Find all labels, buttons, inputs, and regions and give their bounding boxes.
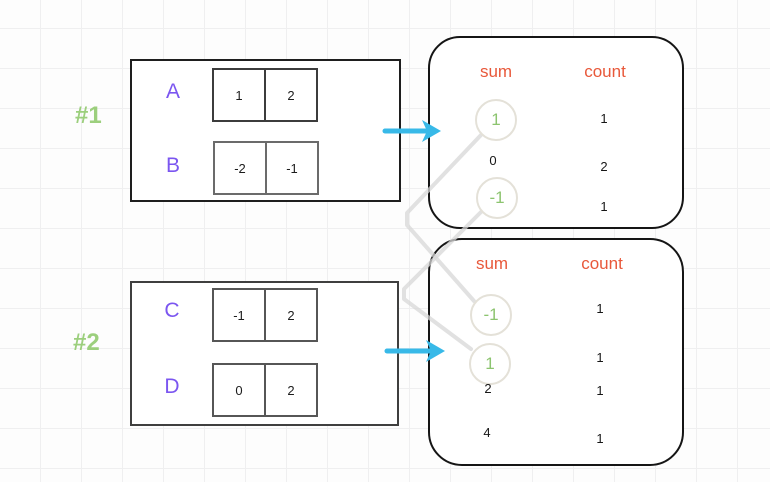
- sum-value: 2: [484, 381, 492, 396]
- array-label-b: B: [165, 154, 180, 177]
- array-d: 0 2: [212, 363, 318, 417]
- array-cell: 2: [264, 68, 318, 122]
- array-label-c: C: [164, 299, 180, 322]
- sum-value-circled: -1: [470, 294, 512, 336]
- array-cell: 2: [264, 288, 318, 342]
- count-value: 1: [596, 383, 604, 398]
- sum-value: 0: [489, 153, 497, 168]
- array-cell: -1: [212, 288, 266, 342]
- array-cell: 2: [264, 363, 318, 417]
- array-label-d: D: [164, 375, 180, 398]
- count-value: 1: [596, 431, 604, 446]
- count-value: 1: [596, 301, 604, 316]
- sum-value-circled: 1: [475, 99, 517, 141]
- count-value: 1: [600, 111, 608, 126]
- count-header: count: [584, 62, 626, 81]
- array-a: 1 2: [212, 68, 318, 122]
- group-tag-2: #2: [73, 329, 100, 356]
- result-box-1: [428, 36, 684, 229]
- group-tag-1: #1: [75, 102, 102, 129]
- sum-header: sum: [475, 254, 509, 273]
- count-value: 2: [600, 159, 608, 174]
- sum-value: 4: [483, 425, 491, 440]
- sum-value-circled: 1: [469, 343, 511, 385]
- array-cell: -1: [265, 141, 319, 195]
- count-value: 1: [596, 350, 604, 365]
- array-cell: 1: [212, 68, 266, 122]
- array-c: -1 2: [212, 288, 318, 342]
- count-value: 1: [600, 199, 608, 214]
- sum-header: sum: [479, 62, 513, 81]
- count-header: count: [581, 254, 623, 273]
- array-b: -2 -1: [213, 141, 319, 195]
- sum-value-circled: -1: [476, 177, 518, 219]
- array-label-a: A: [165, 80, 180, 103]
- array-cell: -2: [213, 141, 267, 195]
- array-cell: 0: [212, 363, 266, 417]
